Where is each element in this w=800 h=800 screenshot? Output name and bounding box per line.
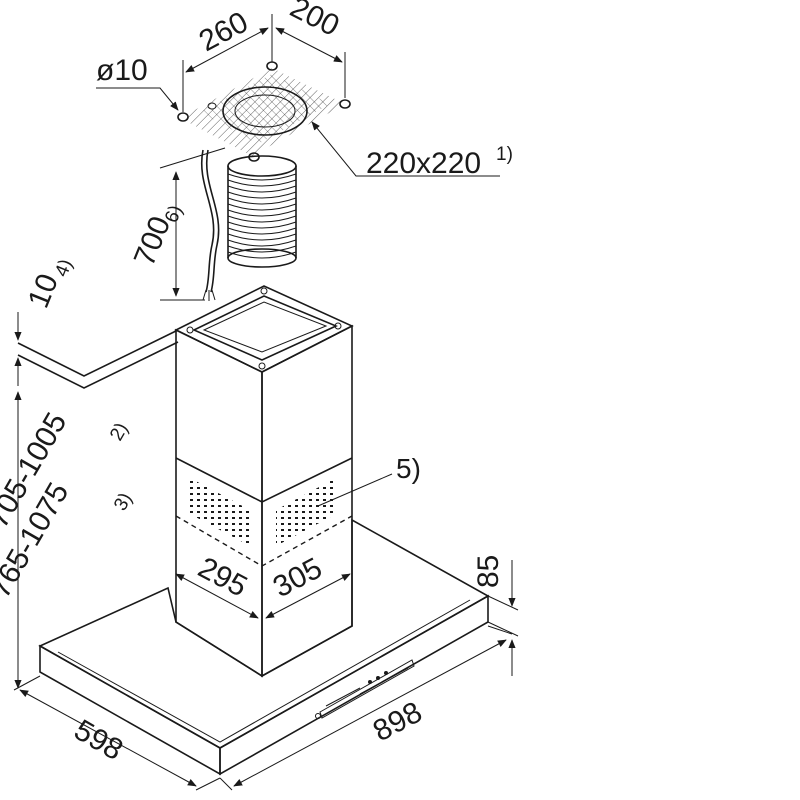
- dim-700-note: 6): [161, 202, 187, 226]
- dimension-total-height: 705-1005 2) 765-1075 3): [0, 391, 137, 689]
- dimension-85: 85: [472, 555, 519, 676]
- duct-ring: [227, 251, 297, 259]
- dimension-700: 700 6): [128, 147, 226, 301]
- vent-note-text: 5): [396, 453, 421, 484]
- duct-ring: [227, 179, 297, 187]
- duct-ring: [227, 191, 297, 199]
- duct-ring: [227, 233, 297, 241]
- dim-cutout-text: 220x220: [366, 147, 481, 180]
- duct-ring: [227, 221, 297, 229]
- duct-ring: [227, 227, 297, 235]
- dim-10-note: 4): [51, 256, 77, 280]
- dim-cutout-note: 1): [496, 144, 513, 165]
- dimension-295: 295: [175, 551, 259, 619]
- dim-305-text: 305: [268, 552, 328, 605]
- chimney: [174, 285, 354, 678]
- ceiling-mount-plate: [177, 61, 351, 162]
- duct-ring: [227, 215, 297, 223]
- flexible-duct: [227, 155, 297, 268]
- canopy-side-edge: [219, 594, 489, 776]
- power-cable: [201, 149, 220, 301]
- vent-note-leader: 5): [317, 453, 421, 507]
- dimension-diameter: ø10: [96, 54, 179, 111]
- mount-hole-left: [177, 112, 189, 122]
- duct-ring: [227, 209, 297, 217]
- dimension-898: 898: [219, 625, 513, 791]
- vent-grille-right: [276, 478, 336, 546]
- dim-range1-note: 2): [106, 419, 133, 444]
- chimney-joint: [175, 457, 353, 503]
- dim-range2-note: 3): [110, 489, 137, 514]
- dim-200-text: 200: [285, 0, 345, 43]
- vent-grille-left: [190, 478, 250, 546]
- duct-ring: [227, 197, 297, 205]
- dim-898-text: 898: [368, 696, 428, 749]
- duct-ring: [227, 203, 297, 211]
- canopy-front-edge: [39, 644, 221, 776]
- duct-opening-inner: [234, 94, 296, 128]
- duct-ring: [227, 245, 297, 253]
- mount-hole-right: [339, 99, 351, 109]
- dim-diameter-text: ø10: [96, 54, 148, 87]
- chimney-top-opening: [192, 295, 338, 361]
- dimension-cutout: 220x220 1): [311, 121, 513, 180]
- duct-ring: [227, 185, 297, 193]
- duct-ring: [227, 239, 297, 247]
- dim-85-text: 85: [472, 555, 505, 588]
- dim-260-text: 260: [194, 6, 254, 59]
- ceiling-line: [17, 329, 179, 389]
- duct-ring: [227, 173, 297, 181]
- duct-opening: [222, 86, 308, 136]
- chimney-overlap-dashed: [175, 515, 353, 567]
- chimney-top: [174, 285, 354, 373]
- dimension-305: 305: [265, 552, 351, 619]
- dim-295-text: 295: [193, 551, 253, 604]
- dimension-598: 598: [13, 675, 221, 791]
- dimension-10: 10 4): [14, 256, 77, 386]
